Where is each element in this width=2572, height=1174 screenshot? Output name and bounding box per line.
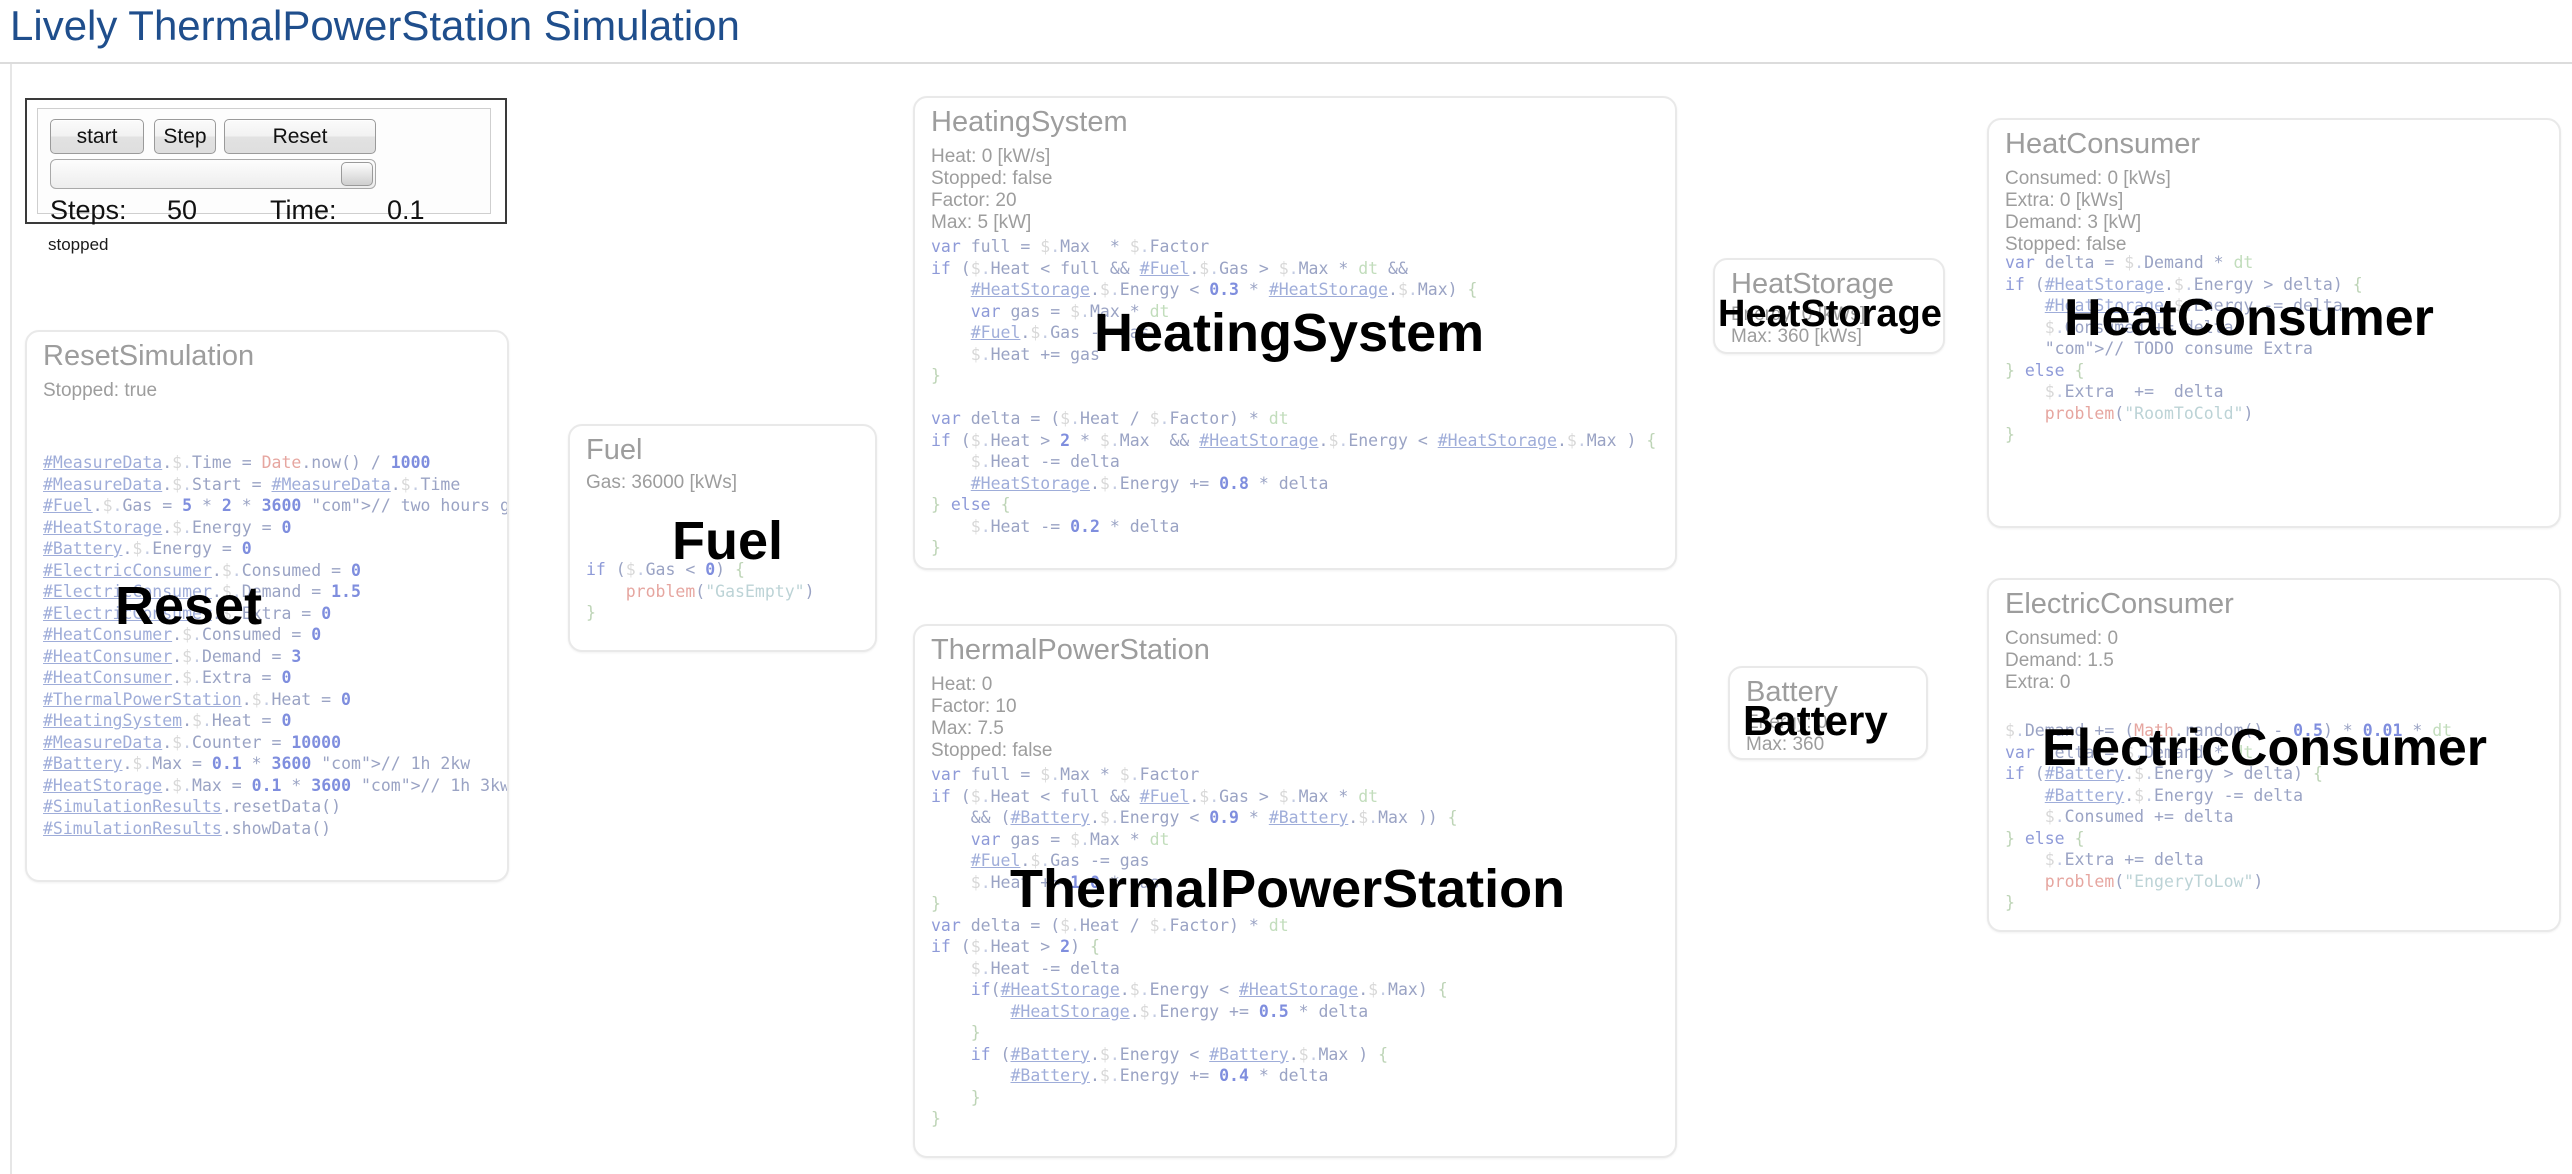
- card-props-thermal-power-station: Heat: 0 Factor: 10 Max: 7.5 Stopped: fal…: [931, 674, 1053, 761]
- card-heat-consumer[interactable]: HeatConsumer Consumed: 0 [kWs] Extra: 0 …: [1987, 118, 2561, 528]
- card-title-heating-system: HeatingSystem: [931, 106, 1128, 138]
- card-title-battery: Battery: [1746, 676, 1838, 708]
- card-title-heat-storage: HeatStorage: [1731, 268, 1894, 300]
- card-props-heat-storage: Energy: 0 [kWs] Max: 360 [kWs]: [1731, 304, 1866, 347]
- card-battery[interactable]: Battery Energy: 0 Max: 360: [1728, 666, 1928, 760]
- page-title: Lively ThermalPowerStation Simulation: [10, 2, 740, 49]
- card-title-fuel: Fuel: [586, 434, 643, 466]
- card-props-battery: Energy: 0 Max: 360: [1746, 712, 1828, 755]
- simulation-stats: Steps: 50 Time: 0.1: [50, 195, 480, 229]
- card-props-electric-consumer: Consumed: 0 Demand: 1.5 Extra: 0: [2005, 628, 2119, 693]
- steps-label: Steps:: [50, 195, 127, 225]
- control-panel-inner: start Step Reset Steps: 50 Time: 0.1: [37, 108, 491, 225]
- card-code-heat-consumer[interactable]: var delta = $.Demand * dt if (#HeatStora…: [2005, 253, 2363, 444]
- card-title-heat-consumer: HeatConsumer: [2005, 128, 2201, 160]
- card-code-heating-system[interactable]: var full = $.Max * $.Factor if ($.Heat <…: [931, 237, 1657, 557]
- page-left-border: [10, 64, 12, 1174]
- speed-slider-knob[interactable]: [341, 162, 373, 186]
- time-label: Time:: [270, 195, 337, 225]
- card-code-reset-simulation[interactable]: #MeasureData.$.Time = Date.now() / 1000 …: [43, 453, 509, 838]
- card-props-reset-simulation: Stopped: true: [43, 380, 158, 401]
- card-reset-simulation[interactable]: ResetSimulation Stopped: true #MeasureDa…: [25, 330, 509, 882]
- card-code-electric-consumer[interactable]: $.Demand += (Math.random() - 0.5) * 0.01…: [2005, 721, 2453, 912]
- card-heating-system[interactable]: HeatingSystem Heat: 0 [kW/s] Stopped: fa…: [913, 96, 1677, 570]
- simulation-status: stopped: [48, 235, 109, 254]
- reset-button[interactable]: Reset: [224, 119, 376, 154]
- card-title-electric-consumer: ElectricConsumer: [2005, 588, 2234, 620]
- simulation-control-panel: start Step Reset Steps: 50 Time: 0.1: [25, 98, 507, 225]
- speed-slider[interactable]: [50, 159, 376, 189]
- start-button[interactable]: start: [50, 119, 144, 154]
- card-electric-consumer[interactable]: ElectricConsumer Consumed: 0 Demand: 1.5…: [1987, 578, 2561, 932]
- time-value: 0.1: [387, 195, 425, 225]
- steps-value: 50: [167, 195, 198, 225]
- title-divider: [0, 62, 2572, 64]
- card-title-reset-simulation: ResetSimulation: [43, 340, 255, 372]
- card-props-fuel: Gas: 36000 [kWs]: [586, 472, 738, 493]
- card-code-thermal-power-station[interactable]: var full = $.Max * $.Factor if ($.Heat <…: [931, 765, 1458, 1128]
- card-heat-storage[interactable]: HeatStorage Energy: 0 [kWs] Max: 360 [kW…: [1713, 258, 1945, 354]
- card-props-heat-consumer: Consumed: 0 [kWs] Extra: 0 [kWs] Demand:…: [2005, 168, 2171, 255]
- card-thermal-power-station[interactable]: ThermalPowerStation Heat: 0 Factor: 10 M…: [913, 624, 1677, 1158]
- card-fuel[interactable]: Fuel Gas: 36000 [kWs] if ($.Gas < 0) { p…: [568, 424, 877, 652]
- card-props-heating-system: Heat: 0 [kW/s] Stopped: false Factor: 20…: [931, 146, 1053, 233]
- card-code-fuel[interactable]: if ($.Gas < 0) { problem("GasEmpty") }: [586, 560, 815, 622]
- step-button[interactable]: Step: [154, 119, 216, 154]
- card-title-thermal-power-station: ThermalPowerStation: [931, 634, 1210, 666]
